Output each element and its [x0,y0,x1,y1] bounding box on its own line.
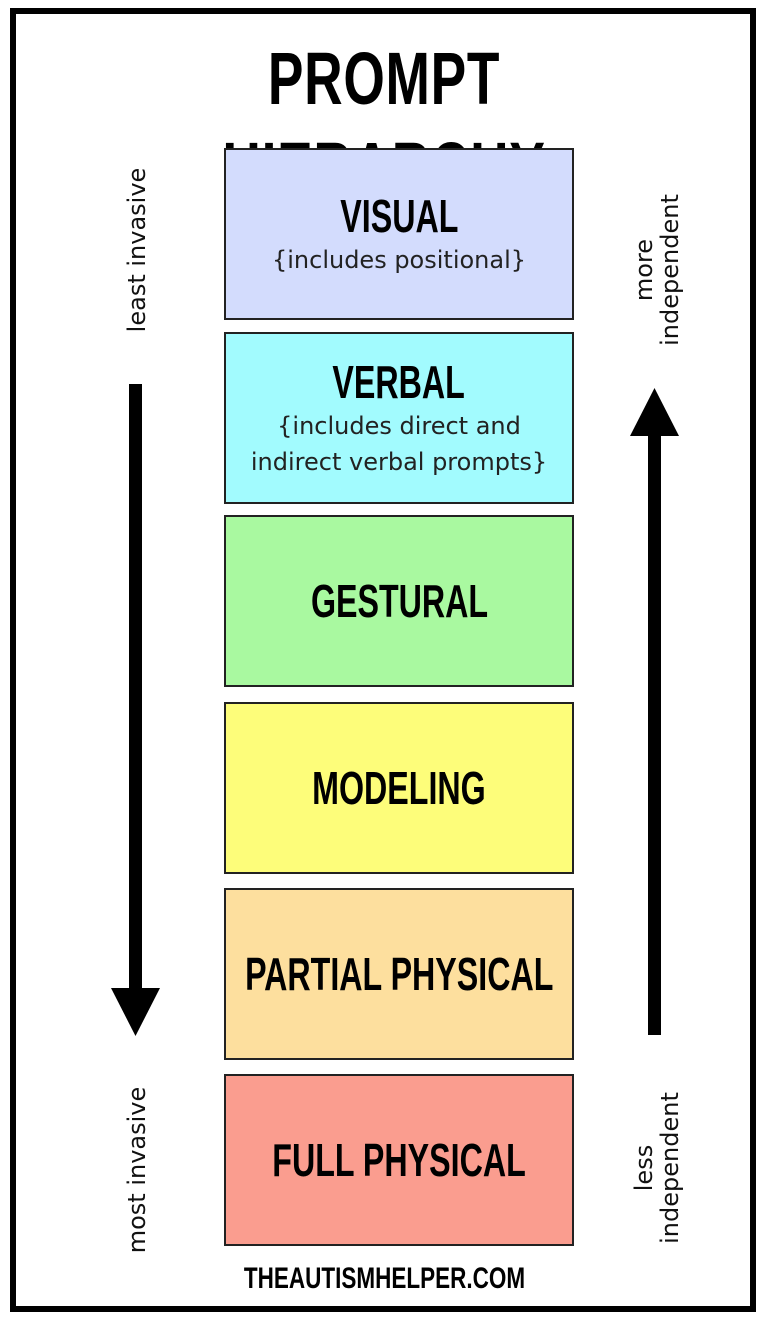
footer-text: THEAUTISMHELPER.COM [243,1262,525,1295]
level-description: {includes positional} [271,246,527,274]
level-box-gestural: GESTURAL [224,515,574,687]
level-label: FULL PHYSICAL [272,1134,526,1186]
level-label: VERBAL [332,356,466,408]
arrow-up-icon [630,388,679,1035]
arrow-down-icon [111,384,160,1036]
level-box-verbal: VERBAL{includes direct and indirect verb… [224,332,574,504]
level-box-modeling: MODELING [224,702,574,874]
level-label: MODELING [312,762,486,814]
level-label: VISUAL [339,190,459,242]
level-box-full-physical: FULL PHYSICAL [224,1074,574,1246]
level-box-visual: VISUAL {includes positional} [224,148,574,320]
level-box-partial-physical: PARTIAL PHYSICAL [224,888,574,1060]
level-description: {includes direct and indirect verbal pro… [250,412,548,476]
level-label: GESTURAL [310,575,488,627]
level-label: PARTIAL PHYSICAL [244,948,554,1000]
website-footer: THEAUTISMHELPER.COM [0,1262,768,1296]
